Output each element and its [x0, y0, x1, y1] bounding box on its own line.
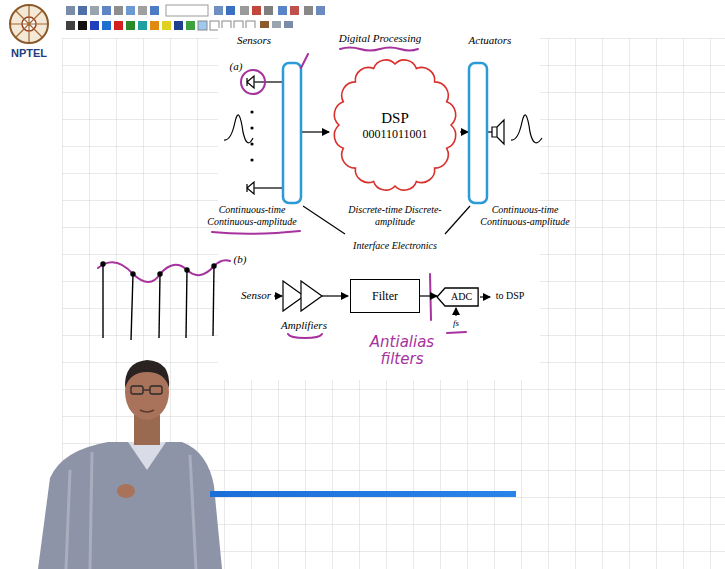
block-label: Amplifiers: [281, 319, 327, 332]
column-heading: Digital Processing: [339, 32, 421, 45]
interface-block: [469, 63, 487, 203]
signal-type-label: Discrete-time Discrete-amplitude: [345, 204, 445, 227]
node-title: Filter: [372, 289, 398, 303]
logo-text: NPTEL: [11, 47, 47, 60]
panel-letter: (b): [234, 253, 247, 266]
process-box: Filter: [350, 279, 420, 313]
column-heading: Sensors: [237, 34, 271, 47]
signal-type-label: Continuous-time Continuous-amplitude: [469, 204, 581, 227]
output-label: to DSP: [496, 290, 525, 302]
lecturer-video: [38, 360, 222, 569]
clock-label: fs: [453, 318, 459, 328]
amplifier-symbol: [301, 281, 322, 311]
bracket-line: [303, 206, 345, 234]
processor-cloud: DSP00011011001: [330, 55, 460, 195]
node-detail: 00011011001: [362, 127, 427, 141]
handwritten-note: Antialias filters: [362, 334, 442, 369]
node-title: DSP: [381, 109, 409, 127]
sensor-symbol: [247, 182, 254, 194]
signal-connector: [420, 295, 437, 296]
signal-type-label: Continuous-time Continuous-amplitude: [196, 204, 308, 227]
handwritten-annotation: [98, 48, 466, 339]
input-waveform: [224, 115, 253, 143]
bracket-label: Interface Electronics: [353, 240, 437, 252]
interface-block: [283, 63, 301, 203]
sensor-symbol: [247, 76, 254, 88]
column-heading: Actuators: [469, 34, 512, 47]
bracket-line: [445, 206, 470, 234]
sampling-sketch: [101, 262, 216, 340]
toolbar: [66, 5, 325, 30]
converter-block: ADC: [437, 288, 478, 306]
panel-letter: (a): [230, 60, 243, 73]
speaker-symbol: [492, 120, 504, 144]
nptel-emblem: [10, 5, 48, 43]
node-title: ADC: [451, 291, 472, 303]
grid-paper: [62, 38, 725, 569]
input-label: Sensor: [241, 289, 271, 302]
video-frame-bar: [210, 491, 516, 497]
output-waveform: [511, 115, 542, 143]
